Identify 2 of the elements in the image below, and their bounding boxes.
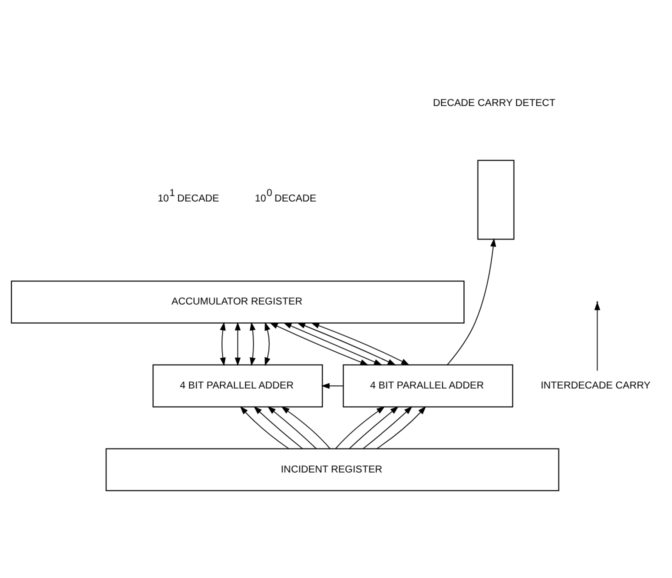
label: DECADE CARRY DETECT bbox=[433, 98, 556, 109]
node-text: INTERDECADE CARRY bbox=[540, 380, 651, 391]
